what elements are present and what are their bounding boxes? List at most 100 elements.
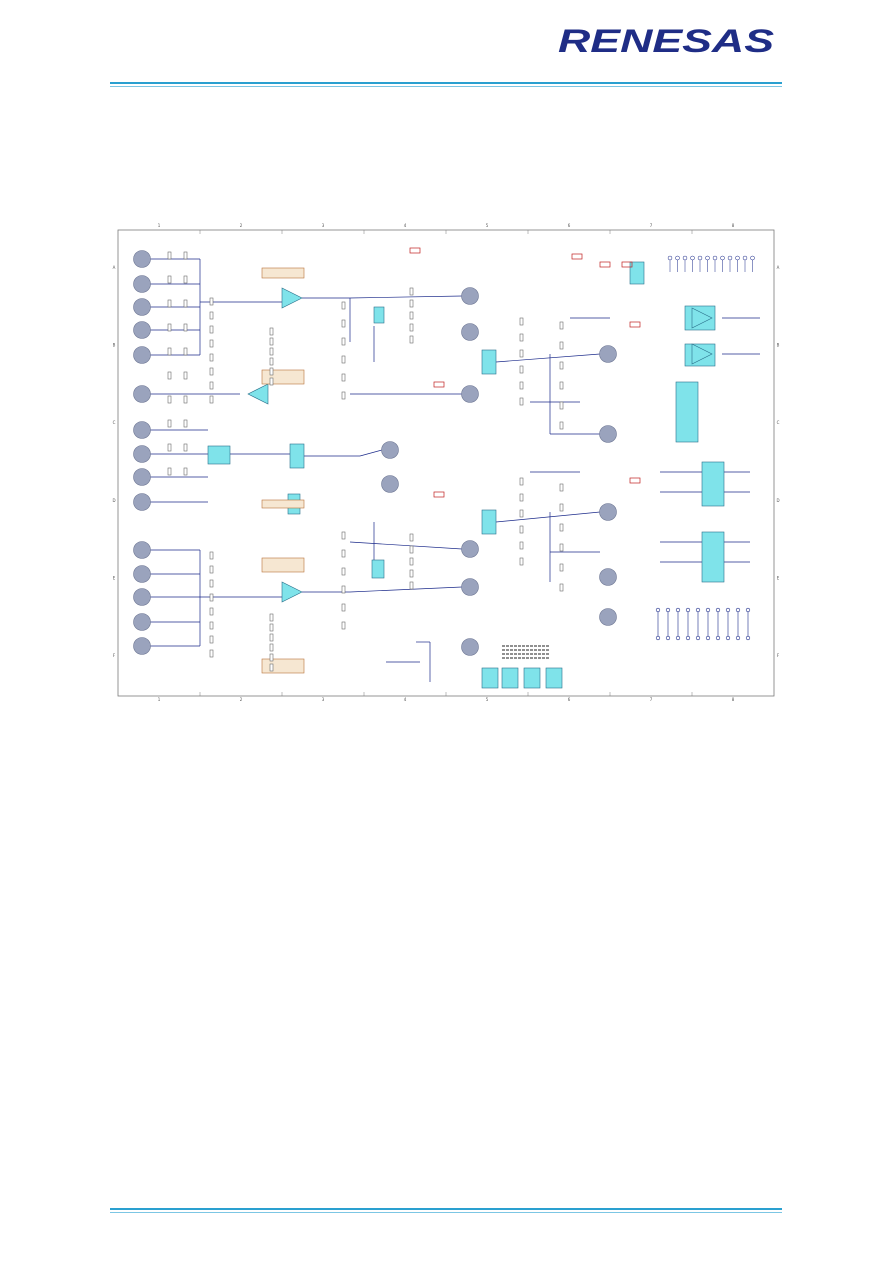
passive-component [269, 367, 274, 376]
passive-component [409, 557, 414, 566]
connector-pad [381, 441, 399, 459]
passive-component [269, 613, 274, 622]
zone-number: 7 [650, 697, 653, 702]
passive-component [341, 621, 346, 630]
zone-number: 6 [568, 223, 571, 228]
connector-pad [133, 275, 151, 293]
ic-package [481, 667, 499, 689]
testpoint [705, 607, 711, 613]
passive-component [269, 633, 274, 642]
passive-component [519, 317, 524, 326]
passive-component [341, 355, 346, 364]
passive-component [409, 299, 414, 308]
testpoint [695, 607, 701, 613]
testpoint [715, 607, 721, 613]
passive-component [269, 643, 274, 652]
testpoint [725, 635, 731, 641]
connector-pad [461, 578, 479, 596]
passive-component [559, 583, 564, 592]
passive-component [167, 347, 172, 356]
ic-package [481, 349, 497, 375]
connector-pad [599, 425, 617, 443]
passive-component [209, 551, 214, 560]
passive-component [559, 361, 564, 370]
passive-component [519, 365, 524, 374]
header-pin [690, 255, 695, 261]
testpoint [735, 607, 741, 613]
passive-component [183, 323, 188, 332]
testpoint [665, 607, 671, 613]
footer-rule [110, 1208, 782, 1215]
passive-component [519, 493, 524, 502]
testpoint [715, 635, 721, 641]
passive-component [341, 531, 346, 540]
passive-component [559, 523, 564, 532]
passive-component [341, 319, 346, 328]
passive-component [209, 353, 214, 362]
zone-number: 7 [650, 223, 653, 228]
testpoint [725, 607, 731, 613]
zone-number: 1 [158, 697, 161, 702]
zone-number: 3 [322, 697, 325, 702]
passive-component [183, 299, 188, 308]
connector-pad [599, 608, 617, 626]
passive-component [409, 581, 414, 590]
passive-component [341, 373, 346, 382]
zone-number: 3 [322, 223, 325, 228]
ic-package [675, 381, 699, 443]
passive-component [269, 337, 274, 346]
connector-pad [461, 323, 479, 341]
passive-component [519, 333, 524, 342]
passive-component [269, 357, 274, 366]
power-flag [599, 261, 611, 268]
connector-pad [133, 321, 151, 339]
connector-pad [133, 588, 151, 606]
zone-letter: C [113, 420, 116, 425]
passive-component [269, 653, 274, 662]
net-label-box [261, 499, 305, 509]
connector-pad [461, 385, 479, 403]
connector-pad [599, 345, 617, 363]
passive-component [559, 421, 564, 430]
passive-component [269, 327, 274, 336]
connector-pad [133, 298, 151, 316]
passive-component [167, 395, 172, 404]
connector-pad [133, 637, 151, 655]
passive-component [341, 603, 346, 612]
testpoint [675, 635, 681, 641]
passive-component [519, 397, 524, 406]
header-pin [720, 255, 725, 261]
passive-component [269, 377, 274, 386]
passive-component [519, 381, 524, 390]
passive-component [519, 509, 524, 518]
components [133, 247, 755, 689]
passive-component [341, 567, 346, 576]
zone-number: 4 [404, 697, 407, 702]
connector-pad [133, 445, 151, 463]
power-flag [621, 261, 633, 268]
ic-package [373, 306, 385, 324]
opamp-symbol [691, 343, 713, 365]
testpoint [705, 635, 711, 641]
passive-component [409, 545, 414, 554]
testpoint [655, 635, 661, 641]
ic-package [501, 667, 519, 689]
connector-pad [599, 568, 617, 586]
header-pin [735, 255, 740, 261]
connector-pad [133, 613, 151, 631]
connector-pad [599, 503, 617, 521]
connector-pad [133, 421, 151, 439]
ic-package [629, 261, 645, 285]
connector-pad [133, 468, 151, 486]
zone-letter: E [113, 576, 116, 581]
wire-segment [495, 511, 601, 523]
passive-component [341, 301, 346, 310]
opamp-symbol [281, 581, 303, 603]
header-pin [727, 255, 733, 261]
wire-segment [349, 541, 463, 550]
passive-component [409, 287, 414, 296]
header-pin [742, 255, 748, 261]
header-rule [110, 82, 782, 89]
